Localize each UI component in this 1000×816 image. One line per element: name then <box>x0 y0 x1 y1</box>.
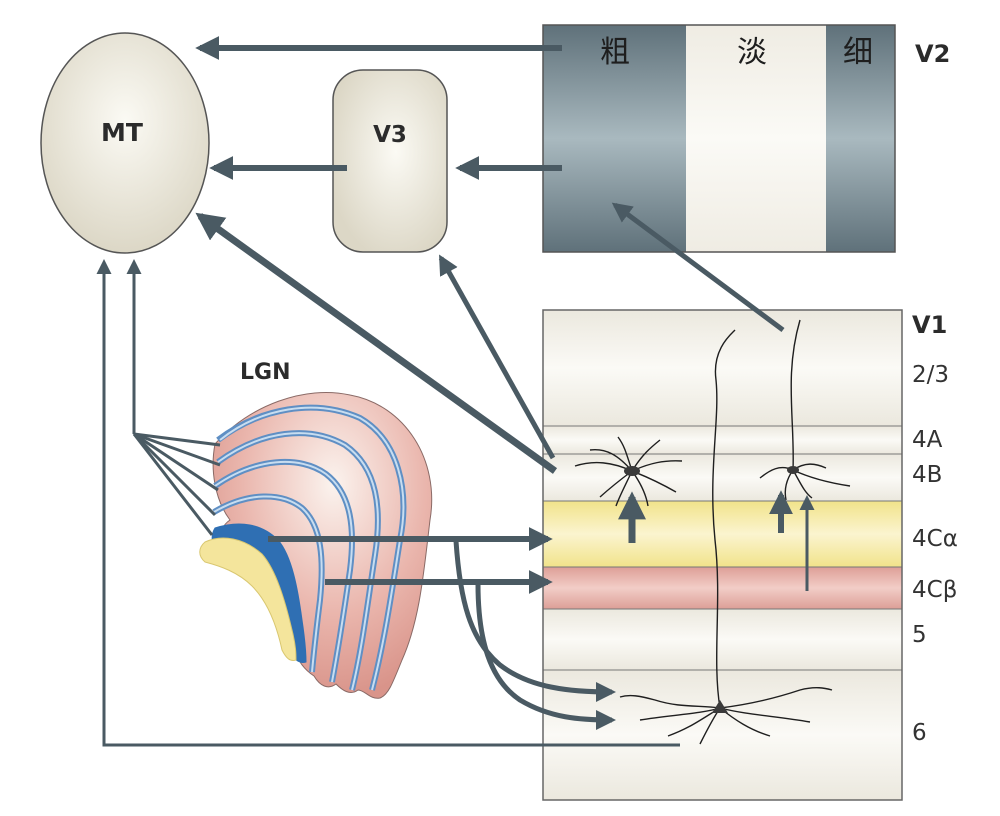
lgn-label: LGN <box>240 360 291 385</box>
layer-label-2-3: 2/3 <box>912 362 949 388</box>
v3-area: V3 <box>332 69 448 253</box>
layer-label-6: 6 <box>912 720 927 746</box>
v3-label: V3 <box>373 122 407 148</box>
arrow-layer6-to-mt <box>96 259 680 747</box>
v1-layer-4c-beta <box>543 567 902 609</box>
v1-layer-4b <box>543 454 902 501</box>
v2-thick-label: 粗 <box>600 35 630 70</box>
arrow-lgn-to-layer6-lower <box>475 583 616 730</box>
layer-label-4c-alpha: 4Cα <box>912 526 958 552</box>
v2-pale-label: 淡 <box>737 35 767 70</box>
layer-label-4c-beta: 4Cβ <box>912 577 957 603</box>
arrow-lgn-to-layer6-upper <box>453 540 616 702</box>
lgn-koniocellular-fan <box>132 432 221 536</box>
arrow-v1-4b-to-v3 <box>438 254 556 460</box>
v2-thin-label: 细 <box>843 35 873 70</box>
lgn: LGN <box>199 360 433 699</box>
v1-layer-2-3 <box>543 310 902 426</box>
mt-area: MT <box>40 32 210 254</box>
v1-layer-4c-alpha <box>543 501 902 567</box>
v1-layer-4a <box>543 426 902 454</box>
layer-label-5: 5 <box>912 622 927 648</box>
layer-label-4b: 4B <box>912 462 942 488</box>
v1-area: V1 2/3 4A 4B 4Cα 4Cβ 5 6 <box>542 309 958 801</box>
mt-label: MT <box>101 118 143 147</box>
neuron-layer-6-pyramidal <box>619 329 833 745</box>
v1-label: V1 <box>912 311 947 339</box>
layer-label-4a: 4A <box>912 427 943 453</box>
neuron-4b-right <box>759 319 851 501</box>
v1-layer-5 <box>543 609 902 670</box>
neuron-4b-left <box>574 436 683 507</box>
v2-area: 粗 淡 细 V2 <box>542 24 950 253</box>
v2-label: V2 <box>915 40 950 68</box>
v2-thin-stripe <box>826 25 895 252</box>
arrow-v1-to-v2 <box>611 202 785 333</box>
v2-pale-stripe <box>686 25 826 252</box>
arrow-v1-4b-to-mt <box>195 212 558 474</box>
